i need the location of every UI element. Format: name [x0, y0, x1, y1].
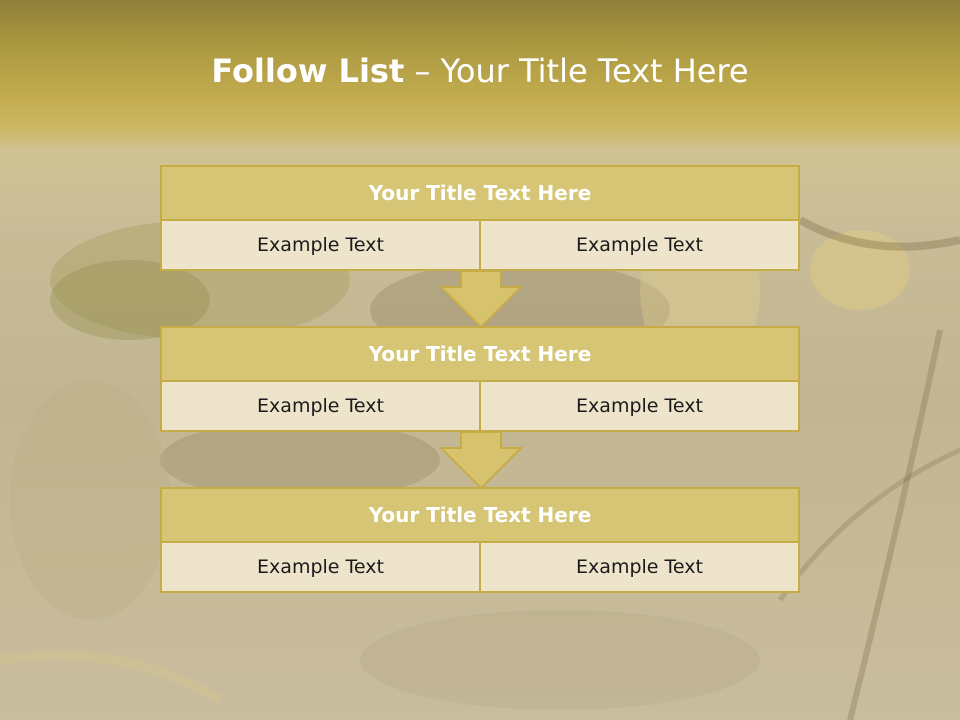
list-block-2: Your Title Text Here Example Text Exampl…	[160, 326, 800, 432]
title-bold: Follow List	[211, 52, 405, 90]
list-block-1: Your Title Text Here Example Text Exampl…	[160, 165, 800, 271]
block-cell-right: Example Text	[481, 382, 800, 432]
block-cell-left: Example Text	[160, 221, 481, 271]
list-block-3: Your Title Text Here Example Text Exampl…	[160, 487, 800, 593]
slide-title: Follow List – Your Title Text Here	[0, 52, 960, 90]
block-row: Example Text Example Text	[160, 382, 800, 432]
title-rest: – Your Title Text Here	[404, 52, 749, 90]
block-cell-left: Example Text	[160, 382, 481, 432]
block-title: Your Title Text Here	[160, 326, 800, 382]
block-title: Your Title Text Here	[160, 165, 800, 221]
down-arrow-2	[439, 432, 523, 490]
block-cell-left: Example Text	[160, 543, 481, 593]
block-cell-right: Example Text	[481, 543, 800, 593]
block-row: Example Text Example Text	[160, 221, 800, 271]
down-arrow-1	[439, 271, 523, 329]
block-title: Your Title Text Here	[160, 487, 800, 543]
block-row: Example Text Example Text	[160, 543, 800, 593]
block-cell-right: Example Text	[481, 221, 800, 271]
